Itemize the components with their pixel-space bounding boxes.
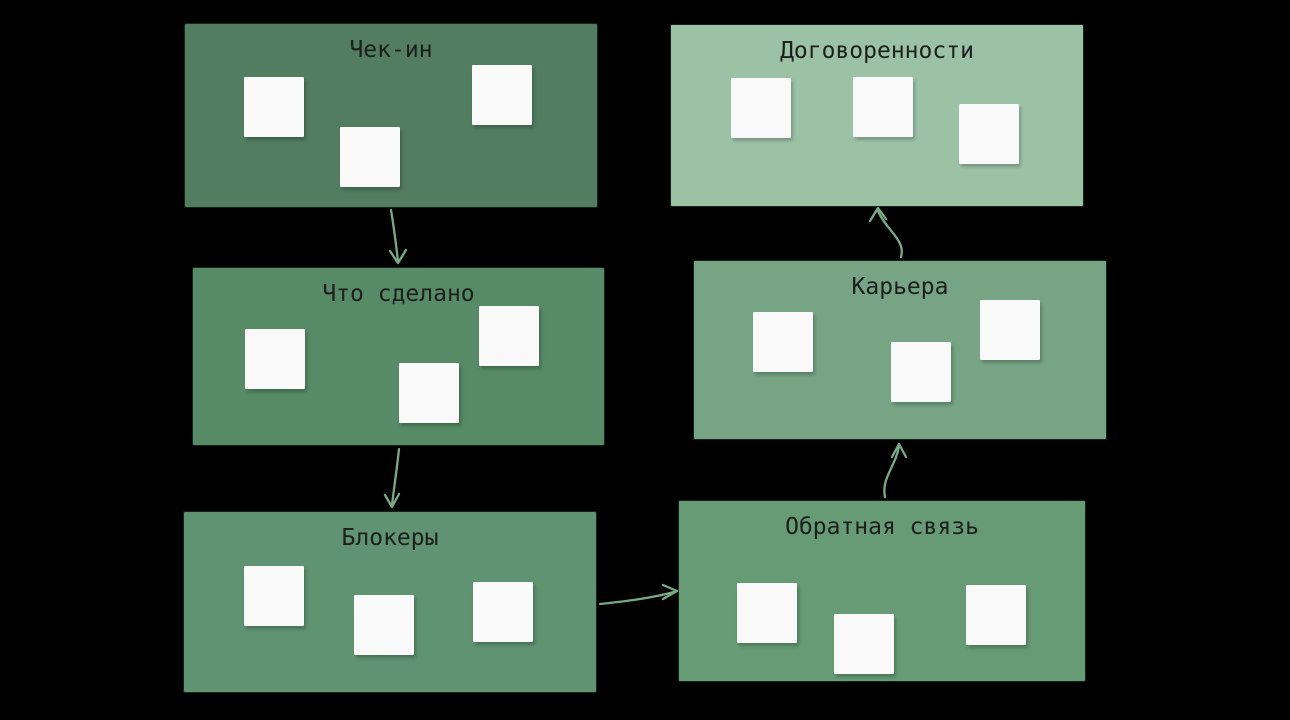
frame-blockers[interactable]: Блокеры	[183, 511, 597, 693]
sticky-note[interactable]	[354, 595, 414, 655]
sticky-note[interactable]	[891, 342, 951, 402]
frame-feedback-title[interactable]: Обратная связь	[785, 514, 979, 540]
frame-whats-done-title[interactable]: Что сделано	[322, 281, 475, 307]
sticky-note[interactable]	[753, 312, 813, 372]
sticky-note[interactable]	[244, 77, 304, 137]
arrow-career-to-agreements[interactable]	[868, 206, 903, 259]
frame-agreements-title[interactable]: Договоренности	[780, 38, 974, 64]
frame-feedback[interactable]: Обратная связь	[678, 500, 1086, 682]
arrow-checkin-to-whats-done[interactable]	[388, 208, 408, 265]
sticky-note[interactable]	[980, 300, 1040, 360]
frame-career-title[interactable]: Карьера	[851, 274, 949, 300]
frame-career[interactable]: Карьера	[693, 260, 1107, 440]
sticky-note[interactable]	[473, 582, 533, 642]
sticky-note[interactable]	[479, 306, 539, 366]
sticky-note[interactable]	[472, 65, 532, 125]
frame-whats-done[interactable]: Что сделано	[192, 267, 605, 446]
sticky-note[interactable]	[959, 104, 1019, 164]
sticky-note[interactable]	[737, 583, 797, 643]
sticky-note[interactable]	[853, 77, 913, 137]
frame-agreements[interactable]: Договоренности	[670, 24, 1084, 207]
sticky-note[interactable]	[244, 566, 304, 626]
frame-blockers-title[interactable]: Блокеры	[341, 525, 439, 551]
sticky-note[interactable]	[966, 585, 1026, 645]
sticky-note[interactable]	[731, 78, 791, 138]
arrow-whats-done-to-blockers[interactable]	[383, 447, 401, 509]
arrow-feedback-to-career[interactable]	[883, 442, 908, 499]
arrow-blockers-to-feedback[interactable]	[598, 583, 679, 606]
sticky-note[interactable]	[399, 363, 459, 423]
sticky-note[interactable]	[340, 127, 400, 187]
sticky-note[interactable]	[245, 329, 305, 389]
sticky-note[interactable]	[834, 614, 894, 674]
frame-checkin[interactable]: Чек-ин	[184, 23, 598, 208]
frame-checkin-title[interactable]: Чек-ин	[349, 37, 433, 63]
